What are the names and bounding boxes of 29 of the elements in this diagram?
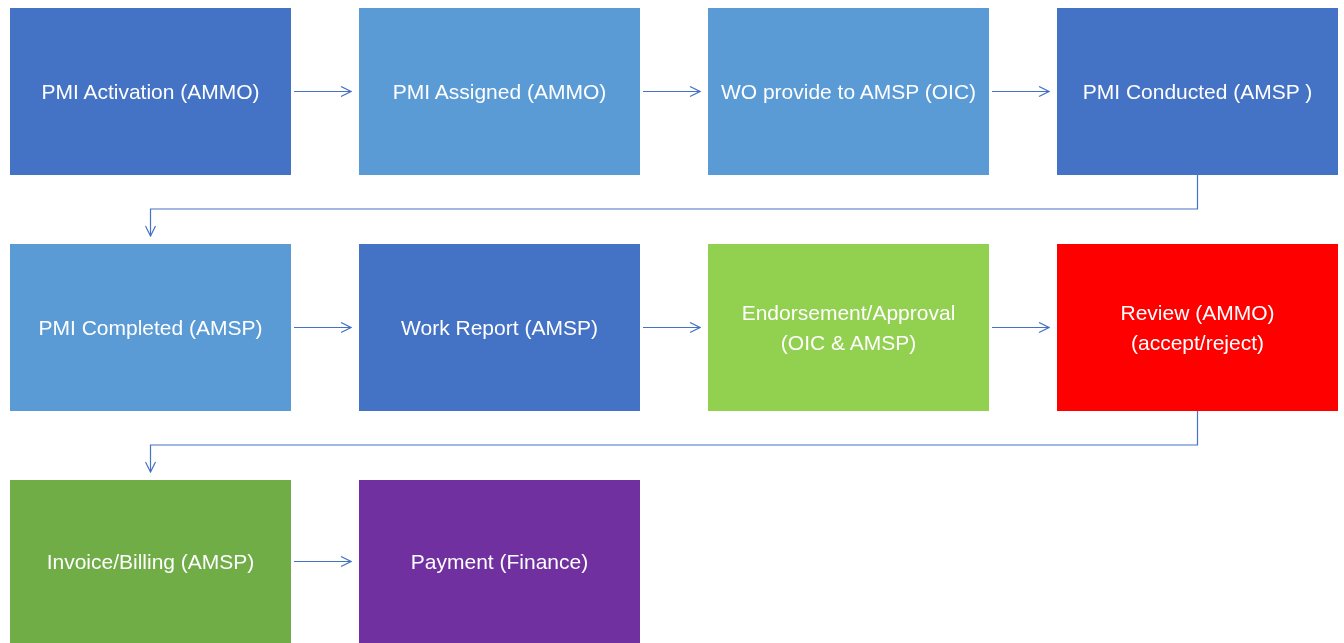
step-label: Endorsement/Approval (OIC & AMSP) (740, 299, 957, 356)
arrow (293, 321, 352, 334)
step-label: Payment (Finance) (410, 548, 589, 575)
arrow (642, 85, 701, 98)
arrow (991, 321, 1050, 334)
arrow (293, 555, 352, 568)
step-label: PMI Completed (AMSP) (38, 314, 263, 341)
arrow (144, 174, 1199, 237)
process-box (10, 480, 291, 643)
process-box (359, 244, 640, 411)
step-label: WO provide to AMSP (OIC) (720, 78, 977, 105)
process-box (708, 8, 989, 175)
process-box (1057, 8, 1338, 175)
process-box (10, 8, 291, 175)
process-box (10, 244, 291, 411)
arrow (642, 321, 701, 334)
arrow (293, 85, 352, 98)
process-box (708, 244, 989, 411)
step-label: PMI Conducted (AMSP ) (1082, 78, 1313, 105)
process-box (359, 8, 640, 175)
step-label: Review (AMMO) (accept/reject) (1119, 299, 1276, 356)
arrow (991, 85, 1050, 98)
arrow (144, 410, 1199, 473)
step-label: PMI Activation (AMMO) (41, 78, 260, 105)
step-label: Invoice/Billing (AMSP) (46, 548, 255, 575)
process-box (1057, 244, 1338, 411)
process-box (359, 480, 640, 643)
step-label: PMI Assigned (AMMO) (392, 78, 607, 105)
step-label: Work Report (AMSP) (401, 314, 598, 341)
